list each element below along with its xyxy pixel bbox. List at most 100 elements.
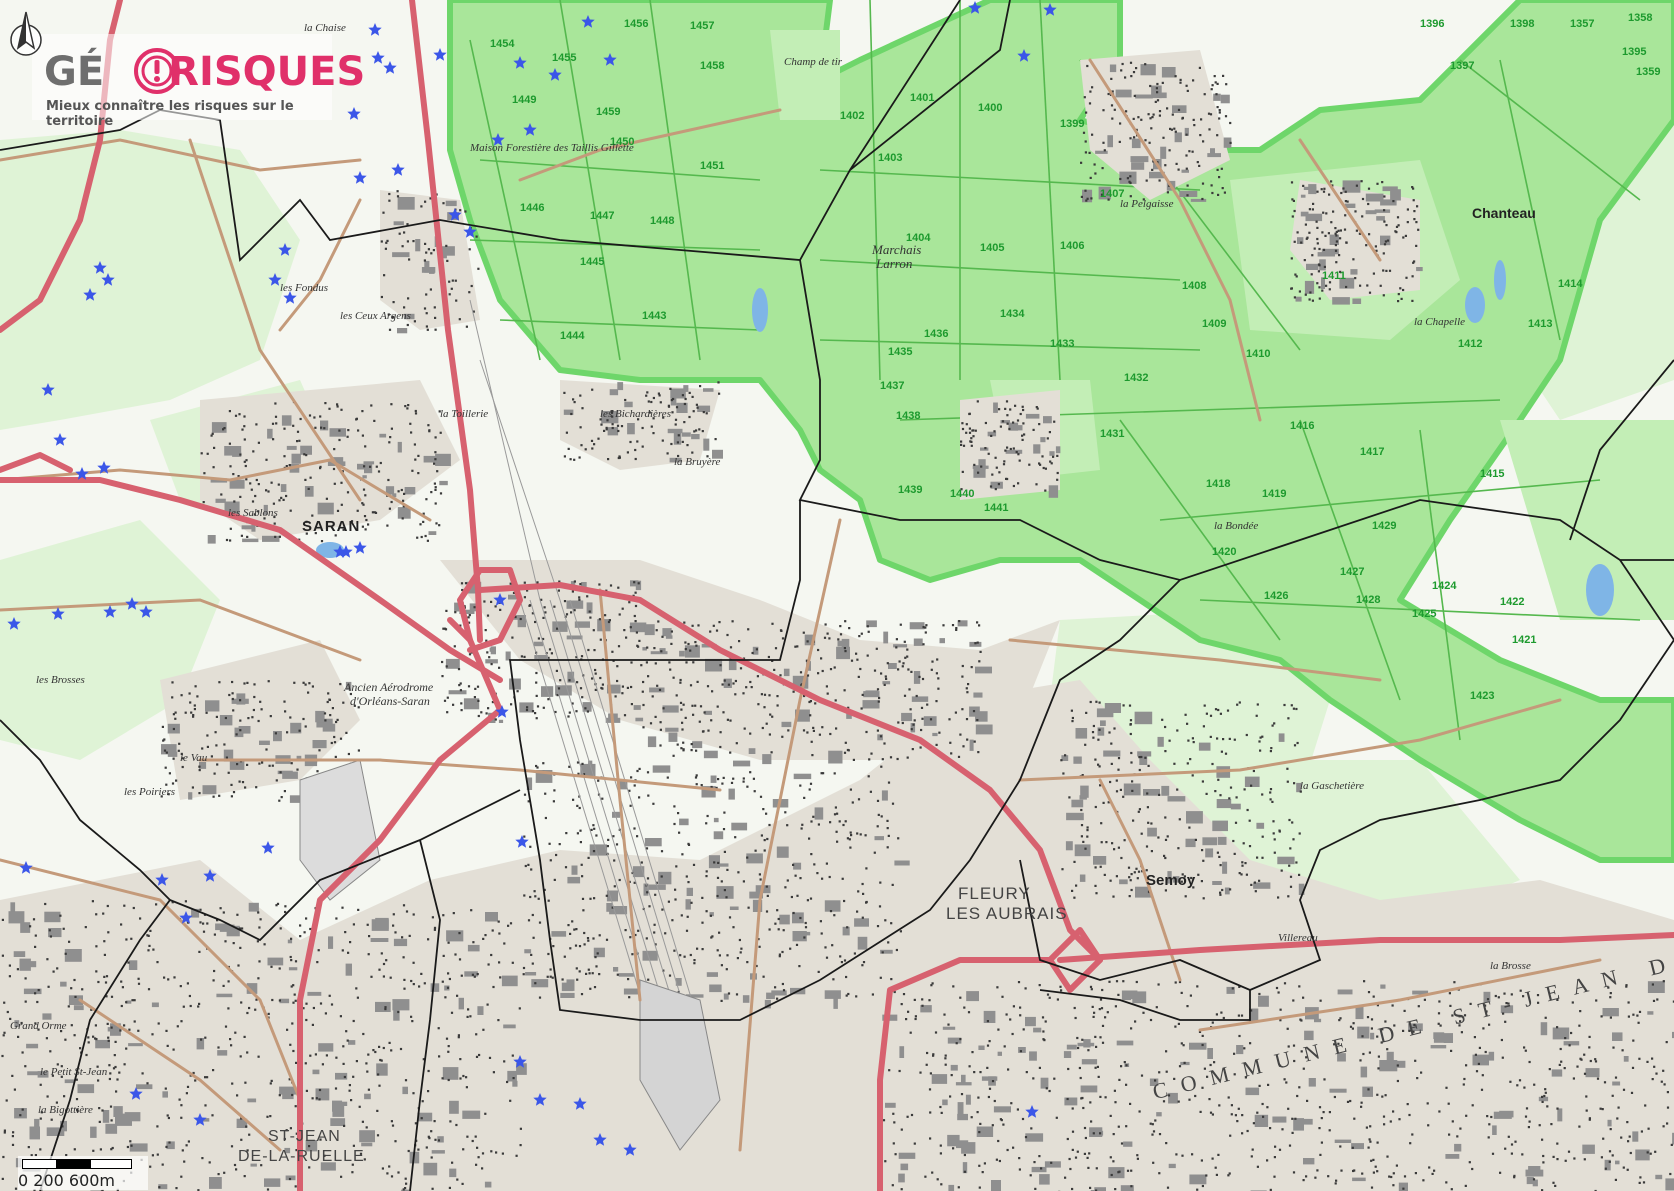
house-dot <box>377 1073 380 1076</box>
house-dot <box>1261 735 1264 738</box>
house-dot <box>1537 1001 1540 1004</box>
house-dot <box>875 647 878 650</box>
house-dot <box>795 943 799 946</box>
house-dot <box>1622 1088 1626 1091</box>
house-dot <box>24 1000 27 1003</box>
house-dot <box>1089 700 1092 704</box>
house-dot <box>230 1044 233 1047</box>
house-dot <box>1327 1175 1330 1178</box>
house-dot <box>959 733 962 736</box>
building-block <box>110 1023 121 1036</box>
house-dot <box>516 690 519 693</box>
house-dot <box>552 945 555 948</box>
house-dot <box>1248 845 1252 848</box>
house-dot <box>314 426 317 429</box>
house-dot <box>1319 999 1322 1002</box>
house-dot <box>376 1134 380 1137</box>
house-dot <box>527 800 530 803</box>
house-dot <box>1181 873 1184 876</box>
house-dot <box>1291 215 1294 218</box>
house-dot <box>891 802 895 805</box>
house-dot <box>947 1023 950 1026</box>
building-block <box>1043 416 1052 424</box>
house-dot <box>239 453 242 456</box>
house-dot <box>959 996 962 999</box>
house-dot <box>512 1077 515 1080</box>
house-dot <box>547 952 550 956</box>
building-block <box>742 995 750 1003</box>
building-block <box>34 1118 40 1128</box>
parcel-number: 1358 <box>1628 12 1653 24</box>
house-dot <box>228 442 231 445</box>
house-dot <box>860 707 863 710</box>
house-dot <box>613 885 616 888</box>
building-block <box>647 736 657 748</box>
house-dot <box>640 664 643 667</box>
house-dot <box>258 926 261 929</box>
house-dot <box>87 1041 90 1044</box>
house-dot <box>871 993 874 996</box>
house-dot <box>1110 742 1113 745</box>
house-dot <box>931 1171 934 1174</box>
house-dot <box>1398 1118 1401 1121</box>
house-dot <box>1206 1075 1209 1078</box>
house-dot <box>1053 420 1056 423</box>
house-dot <box>246 1011 249 1015</box>
star-icon <box>593 1133 607 1146</box>
house-dot <box>700 784 703 787</box>
house-dot <box>818 733 821 736</box>
house-dot <box>180 1020 183 1023</box>
building-block <box>305 1140 318 1152</box>
house-dot <box>200 1038 203 1041</box>
house-dot <box>1112 1160 1115 1163</box>
house-dot <box>701 430 704 433</box>
house-dot <box>1099 998 1103 1001</box>
house-dot <box>118 1071 121 1074</box>
house-dot <box>103 940 106 943</box>
house-dot <box>447 941 450 944</box>
house-dot <box>913 719 916 722</box>
house-dot <box>598 934 601 937</box>
house-dot <box>802 631 805 634</box>
building-block <box>1329 1088 1347 1093</box>
house-dot <box>928 1088 932 1091</box>
building-block <box>880 949 893 954</box>
house-dot <box>685 929 689 932</box>
house-dot <box>821 877 824 880</box>
house-dot <box>694 641 697 644</box>
house-dot <box>691 624 694 627</box>
house-dot <box>494 605 497 608</box>
house-dot <box>319 1002 323 1005</box>
building-block <box>316 718 333 728</box>
house-dot <box>274 535 277 538</box>
house-dot <box>472 941 475 944</box>
building-block <box>973 465 986 478</box>
building-block <box>874 836 884 841</box>
building-block <box>613 967 619 972</box>
house-dot <box>1380 1041 1383 1044</box>
house-dot <box>282 498 285 501</box>
house-dot <box>382 975 385 978</box>
house-dot <box>918 675 921 678</box>
logo-text-risques: RISQUES <box>168 49 366 95</box>
house-dot <box>1150 850 1153 853</box>
parcel-number: 1396 <box>1420 18 1445 30</box>
house-dot <box>737 871 740 874</box>
house-dot <box>1316 237 1319 241</box>
house-dot <box>1266 1159 1269 1162</box>
house-dot <box>1468 1161 1471 1164</box>
house-dot <box>625 636 628 639</box>
house-dot <box>845 994 848 997</box>
house-dot <box>515 1154 518 1157</box>
house-dot <box>1346 1100 1350 1103</box>
house-dot <box>1609 996 1612 999</box>
house-dot <box>290 985 293 988</box>
building-block <box>1352 298 1362 304</box>
house-dot <box>1320 1117 1323 1120</box>
building-block <box>1135 94 1153 99</box>
house-dot <box>1397 300 1400 303</box>
house-dot <box>1186 184 1189 187</box>
house-dot <box>1181 1154 1184 1157</box>
